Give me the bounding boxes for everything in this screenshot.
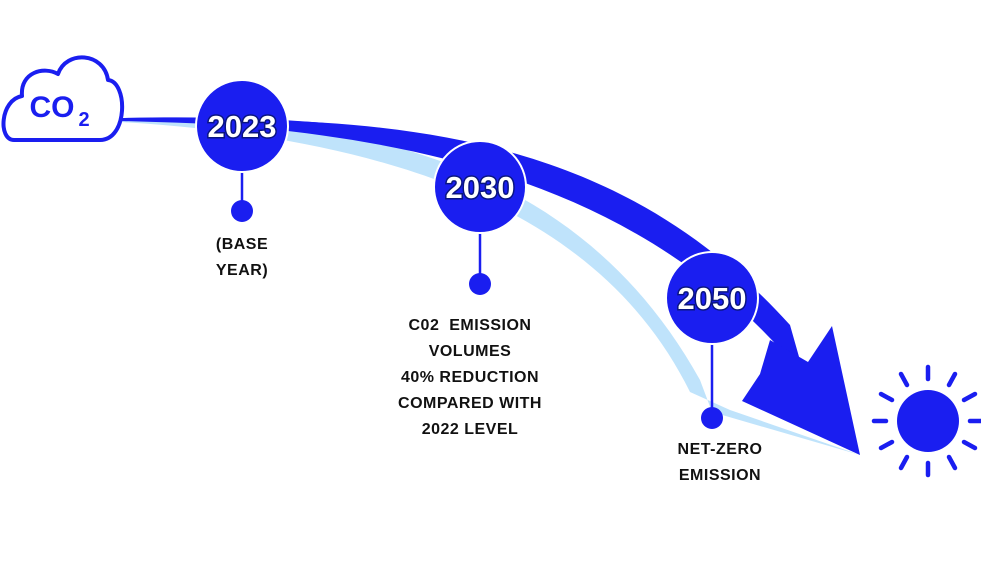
milestone-year: 2050	[678, 281, 747, 316]
milestone-2023: 2023 2023	[195, 79, 289, 222]
caption-line: COMPARED WITH	[398, 395, 542, 412]
milestone-year: 2023	[208, 109, 277, 144]
co2-cloud-icon	[1, 55, 125, 142]
milestone-year-outline: 2050	[678, 281, 747, 316]
caption-line: 40% REDUCTION	[400, 369, 540, 386]
milestone-circle	[195, 79, 289, 173]
caption-line: C02 EMISSION	[408, 317, 532, 334]
milestone-dot	[469, 273, 491, 295]
caption-line: VOLUMES	[428, 343, 512, 360]
milestone-year-outline: 2023	[208, 109, 277, 144]
cloud-co-text: CO	[30, 91, 75, 124]
milestone-2030: 2030 2030	[433, 140, 527, 295]
caption-line: EMISSION	[678, 467, 762, 484]
caption-2050: NET-ZERO EMISSION	[652, 437, 788, 489]
sun-icon	[871, 364, 981, 478]
caption-line: NET-ZERO	[677, 441, 763, 458]
caption-2023: (BASE YEAR)	[187, 232, 297, 284]
caption-line: 2022 LEVEL	[421, 421, 519, 438]
milestone-circle	[665, 251, 759, 345]
trend-arrow-head	[742, 326, 860, 455]
caption-2030: C02 EMISSION VOLUMES 40% REDUCTION COMPA…	[370, 313, 570, 443]
caption-line: (BASE	[215, 236, 269, 253]
milestone-year-outline: 2030	[446, 170, 515, 205]
milestone-year: 2030	[446, 170, 515, 205]
milestone-2050: 2050 2050	[665, 251, 759, 429]
trend-arrow-shaft	[260, 120, 805, 378]
caption-line: YEAR)	[215, 262, 269, 279]
milestone-dot	[231, 200, 253, 222]
milestone-dot	[701, 407, 723, 429]
cloud-subscript-text: 2	[78, 109, 89, 131]
milestone-circle	[433, 140, 527, 234]
